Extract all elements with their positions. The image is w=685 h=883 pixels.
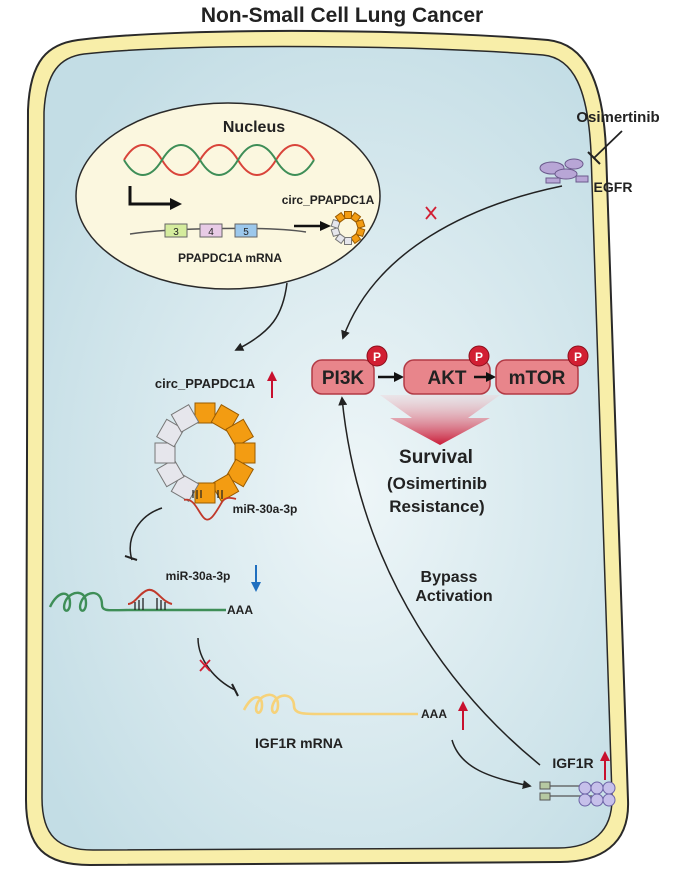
circrna-segment — [350, 211, 362, 224]
nucleus — [75, 102, 381, 290]
bypass-arrow — [338, 396, 541, 766]
circrna-segment — [330, 218, 341, 230]
egfr-receptor — [539, 158, 589, 184]
splice-arrowhead — [320, 221, 331, 231]
diagram-title: Non-Small Cell Lung Cancer — [201, 4, 483, 27]
igf1r-mrna-polya: AAA — [421, 707, 447, 721]
osimertinib-inhibition-bar — [587, 151, 601, 165]
exon-5-label: 5 — [243, 227, 249, 238]
node-mtor-label: mTOR — [509, 368, 566, 389]
mir-down-label: miR-30a-3p — [166, 569, 231, 583]
mir-bound — [127, 588, 173, 605]
mir-sponge-label: miR-30a-3p — [233, 502, 298, 516]
mir-to-igf1r-inhibition — [197, 637, 236, 691]
node-mtor: mTOR — [495, 359, 579, 395]
circrna-segment — [355, 226, 366, 238]
node-mtor-phospho: P — [567, 345, 589, 367]
exon-3-label: 3 — [173, 227, 179, 238]
circ-up-label: circ_PPAPDC1A — [155, 376, 256, 391]
outcome-line3: Resistance) — [389, 497, 484, 516]
sponge-inhibition-bar — [124, 555, 138, 561]
circrna-segment — [330, 226, 341, 238]
akt-phospho-label: P — [475, 350, 483, 364]
egfr-block-cross — [425, 206, 437, 220]
circrna-segment — [344, 211, 352, 219]
exon-4-label: 4 — [208, 227, 214, 238]
circrna-segment — [225, 418, 254, 448]
circrna-segment — [156, 458, 185, 488]
exon-5 — [234, 223, 258, 238]
egfr-label: EGFR — [594, 179, 633, 195]
exon-4 — [199, 223, 223, 238]
outcome-survival: Survival — [399, 447, 473, 468]
exon-3 — [164, 223, 188, 238]
mir-sponged — [183, 496, 237, 521]
node-pi3k-phospho: P — [366, 345, 388, 367]
igf1r-mrna — [242, 693, 418, 716]
pi3k-to-akt-head — [394, 372, 404, 382]
dna-strand-green — [123, 144, 315, 176]
circrna-segment — [234, 442, 256, 464]
mir-block-cross — [199, 659, 211, 672]
nucleus-label: Nucleus — [223, 119, 285, 136]
circrna-segment — [355, 218, 366, 230]
mir-down-arrow — [251, 565, 261, 592]
circrna-segment — [334, 211, 346, 224]
export-arrow — [234, 282, 288, 351]
igf1r-mrna-label: IGF1R mRNA — [255, 735, 343, 751]
igf1r-receptor — [539, 781, 616, 807]
osimertinib-label: Osimertinib — [576, 109, 659, 126]
igf1r-up-arrow — [600, 751, 610, 780]
mrna-label: PPAPDC1A mRNA — [178, 251, 282, 265]
target-mrna-polya: AAA — [227, 603, 253, 617]
bypass-line2: Activation — [415, 588, 492, 605]
circrna-segment — [210, 404, 240, 433]
outcome-line2: (Osimertinib — [387, 474, 487, 493]
node-akt-label: AKT — [427, 368, 466, 389]
akt-to-mtor-head — [486, 372, 496, 382]
igf1r-mrna-up-arrow — [458, 701, 468, 730]
circ-nucleus-label: circ_PPAPDC1A — [282, 193, 375, 207]
transcription-arrowhead — [170, 198, 182, 210]
mtor-phospho-label: P — [574, 350, 582, 364]
dna-strand-red — [123, 144, 315, 176]
osimertinib-inhibition-line — [593, 130, 623, 159]
pi3k-phospho-label: P — [373, 350, 381, 364]
node-akt-phospho: P — [468, 345, 490, 367]
circrna-segment — [156, 418, 185, 448]
circrna-segment — [170, 473, 200, 502]
target-mrna — [48, 591, 226, 612]
survival-arrow — [380, 395, 500, 445]
circrna-segment — [194, 482, 216, 504]
circrna-segment — [350, 232, 362, 245]
transcription-start-arrow — [128, 186, 172, 206]
mir-sponge-pairing — [192, 490, 223, 499]
circrna-small — [330, 211, 366, 245]
igf1r-receptor-label: IGF1R — [552, 755, 593, 771]
bypass-line1: Bypass — [421, 569, 478, 586]
circ-up-arrow — [267, 371, 277, 398]
sponge-inhibition — [129, 507, 163, 561]
circrna-segment — [170, 404, 200, 433]
egfr-to-pi3k-arrow — [341, 185, 563, 340]
circrna-segment — [344, 237, 352, 245]
circrna-segment — [225, 458, 254, 488]
circrna-segment — [194, 402, 216, 424]
node-akt: AKT — [403, 359, 491, 395]
circrna-segment — [154, 442, 176, 464]
translation-arrow — [451, 739, 532, 789]
mir-bound-pairing — [134, 598, 166, 610]
mir-to-igf1r-bar — [231, 683, 239, 697]
circrna-segment — [334, 232, 346, 245]
node-pi3k: PI3K — [311, 359, 375, 395]
node-pi3k-label: PI3K — [322, 368, 365, 389]
